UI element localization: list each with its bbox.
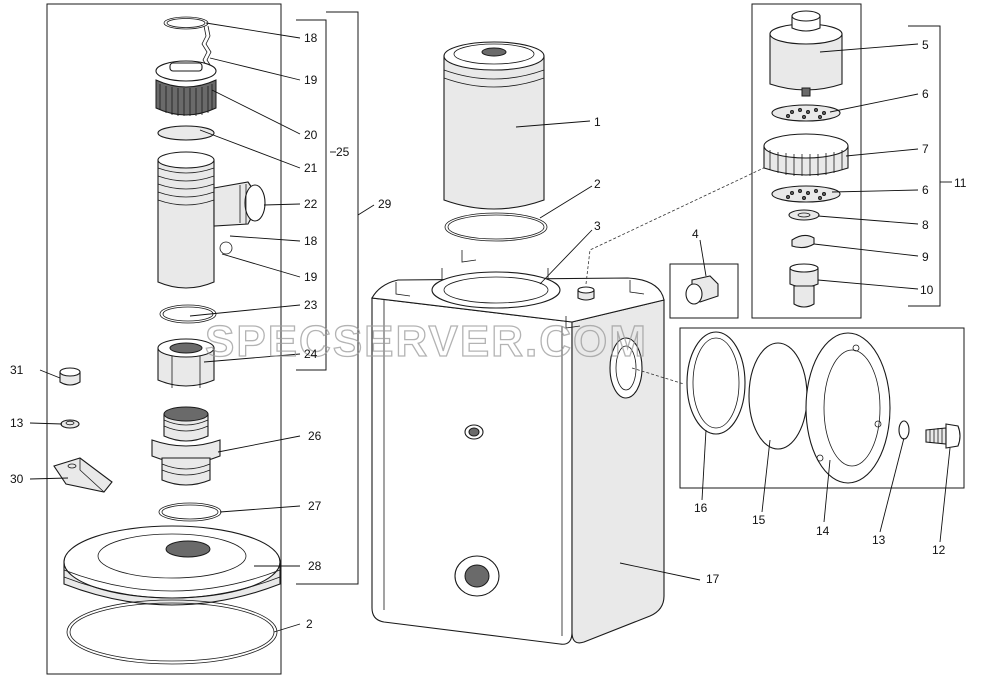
callout-6-lower: 6	[922, 183, 929, 197]
callout-9: 9	[922, 250, 929, 264]
callout-16: 16	[694, 501, 708, 515]
bracket-29	[296, 11, 359, 585]
part-18-ring	[163, 16, 209, 30]
part-5-breather-cap	[769, 10, 843, 97]
callout-3: 3	[594, 219, 601, 233]
bracket-11	[908, 25, 941, 307]
callout-26: 26	[308, 429, 322, 443]
part-6-screen-lower	[771, 185, 841, 203]
part-8-washer	[788, 209, 820, 221]
callout-31: 31	[10, 363, 24, 377]
callout-21: 21	[304, 161, 318, 175]
callout-13-left: 13	[10, 416, 24, 430]
part-27-o-ring	[158, 502, 222, 522]
callout-labels: 18 19 20 21 22 18 19 23 24 25 29 31 13 3…	[10, 31, 967, 631]
part-12-bolt	[925, 423, 961, 449]
part-24-nut	[157, 338, 215, 388]
part-9-lock-washer	[791, 234, 815, 249]
watermark-text: SPECSERVER.COM	[205, 317, 648, 366]
part-7-filter-element	[763, 133, 849, 176]
part-1-filter-element	[443, 41, 545, 210]
callout-22: 22	[304, 197, 318, 211]
part-21-seal	[157, 125, 215, 141]
callout-18-top: 18	[304, 31, 318, 45]
callout-15: 15	[752, 513, 766, 527]
part-16-gasket	[686, 331, 746, 435]
part-2-filter-o-ring	[444, 212, 548, 242]
callout-17: 17	[706, 572, 720, 586]
callout-28: 28	[308, 559, 322, 573]
callout-18-mid: 18	[304, 234, 318, 248]
callout-20: 20	[304, 128, 318, 142]
callout-23: 23	[304, 298, 318, 312]
part-2-bottom-o-ring	[66, 599, 278, 665]
callout-27: 27	[308, 499, 322, 513]
part-31-nut	[59, 367, 81, 386]
part-13-washer-right	[898, 420, 910, 440]
callout-19-mid: 19	[304, 270, 318, 284]
part-30-bracket	[53, 457, 113, 493]
callout-10: 10	[920, 283, 934, 297]
part-4-plug	[685, 275, 719, 305]
callout-30: 30	[10, 472, 24, 486]
callout-7: 7	[922, 142, 929, 156]
part-6-screen-upper	[771, 104, 841, 122]
part-26-fitting	[151, 406, 221, 486]
part-15-sight-glass	[748, 342, 808, 450]
bracket-25	[296, 19, 327, 371]
callout-13-right: 13	[872, 533, 886, 547]
breather-detail-frame	[751, 3, 862, 319]
part-10-adapter	[789, 263, 819, 308]
left-assembly-frame	[46, 3, 282, 675]
port-detail-frame	[679, 327, 965, 489]
dashed-leader-filter	[585, 164, 771, 285]
callout-8: 8	[922, 218, 929, 232]
callout-2-filter: 2	[594, 177, 601, 191]
part-22-tee-body	[157, 151, 266, 289]
part-13-washer-left	[60, 419, 80, 429]
callout-2-bottom: 2	[306, 617, 313, 631]
callout-6-upper: 6	[922, 87, 929, 101]
dashed-leader-port	[631, 367, 685, 385]
callout-24: 24	[304, 347, 318, 361]
callout-19-top: 19	[304, 73, 318, 87]
callout-5: 5	[922, 38, 929, 52]
callout-14: 14	[816, 524, 830, 538]
callout-11: 11	[954, 176, 967, 190]
leader-lines	[29, 22, 952, 633]
callout-12: 12	[932, 543, 946, 557]
callout-4: 4	[692, 227, 699, 241]
part-19-chain	[201, 25, 213, 69]
part-28-base-flange	[63, 525, 281, 606]
callout-25: 25	[336, 145, 350, 159]
callout-29: 29	[378, 197, 392, 211]
part-17-reservoir-tank	[371, 250, 665, 645]
part-14-flange	[805, 332, 891, 484]
callout-1: 1	[594, 115, 601, 129]
part-20-cap	[155, 60, 217, 116]
